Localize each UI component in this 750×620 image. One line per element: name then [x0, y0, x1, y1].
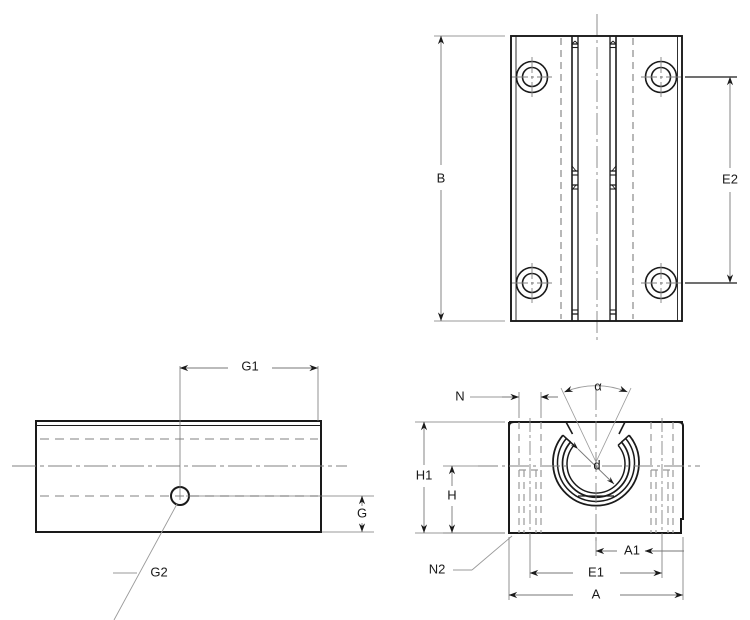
section-hidden-hole-left: [518, 418, 542, 537]
dimension-N2: N2: [429, 535, 513, 576]
dimension-N: N: [455, 388, 558, 418]
dimension-G2: G2: [113, 503, 178, 620]
dimension-E2-label: E2: [722, 171, 738, 186]
alpha-arc: [564, 385, 628, 393]
dimension-G2-label: G2: [150, 564, 167, 579]
dimension-d-label: d: [593, 457, 600, 472]
slot-wall-left: [565, 421, 574, 435]
dimension-A1-label: A1: [624, 542, 640, 557]
dimension-N-label: N: [455, 388, 464, 403]
dimension-G1-label: G1: [241, 358, 258, 373]
dimension-alpha: α: [560, 378, 632, 463]
bore-outer-circle: [552, 434, 640, 507]
top-view-mounting-hole-bottom-left: [512, 263, 552, 303]
dimension-E1: E1: [529, 537, 663, 579]
dimension-alpha-label: α: [594, 378, 602, 393]
dimension-d-line: [570, 441, 615, 485]
top-view-outline: [510, 35, 683, 322]
dimension-N2-label: N2: [429, 561, 446, 576]
n2-leader-line: [471, 535, 513, 571]
dimension-A1: A1: [595, 537, 684, 557]
alpha-leg-left: [560, 387, 597, 463]
dimension-G: G: [186, 495, 374, 533]
dimension-A: A: [508, 537, 684, 601]
section-view: d α N H1: [415, 378, 700, 601]
dimension-H1: H1: [415, 421, 505, 534]
dimension-E1-label: E1: [588, 564, 604, 579]
top-view-mounting-hole-bottom-right: [641, 263, 681, 303]
dimension-H1-label: H1: [416, 467, 433, 482]
side-view: G1 G G2: [12, 358, 374, 620]
top-view-mounting-hole-top-left: [512, 57, 552, 97]
top-view: B E2: [434, 14, 738, 343]
dimension-d: d: [570, 441, 615, 485]
top-view-slot-left: [571, 36, 579, 321]
section-hidden-hole-right: [650, 418, 674, 537]
top-view-mounting-hole-top-right: [641, 57, 681, 97]
dimension-G1: G1: [179, 358, 318, 373]
dimension-E2: E2: [685, 76, 738, 284]
dimension-G-label: G: [357, 505, 367, 520]
dimension-B: B: [434, 35, 505, 322]
g2-leader-line: [113, 503, 178, 620]
top-view-slot-right: [609, 36, 617, 321]
side-view-outline: [35, 420, 322, 533]
dimension-H: H: [443, 465, 505, 534]
dimension-B-label: B: [437, 170, 446, 185]
dimension-A-label: A: [592, 586, 601, 601]
dimension-H-label: H: [447, 487, 456, 502]
alpha-leg-right: [595, 387, 632, 463]
slot-wall-right: [618, 421, 626, 435]
